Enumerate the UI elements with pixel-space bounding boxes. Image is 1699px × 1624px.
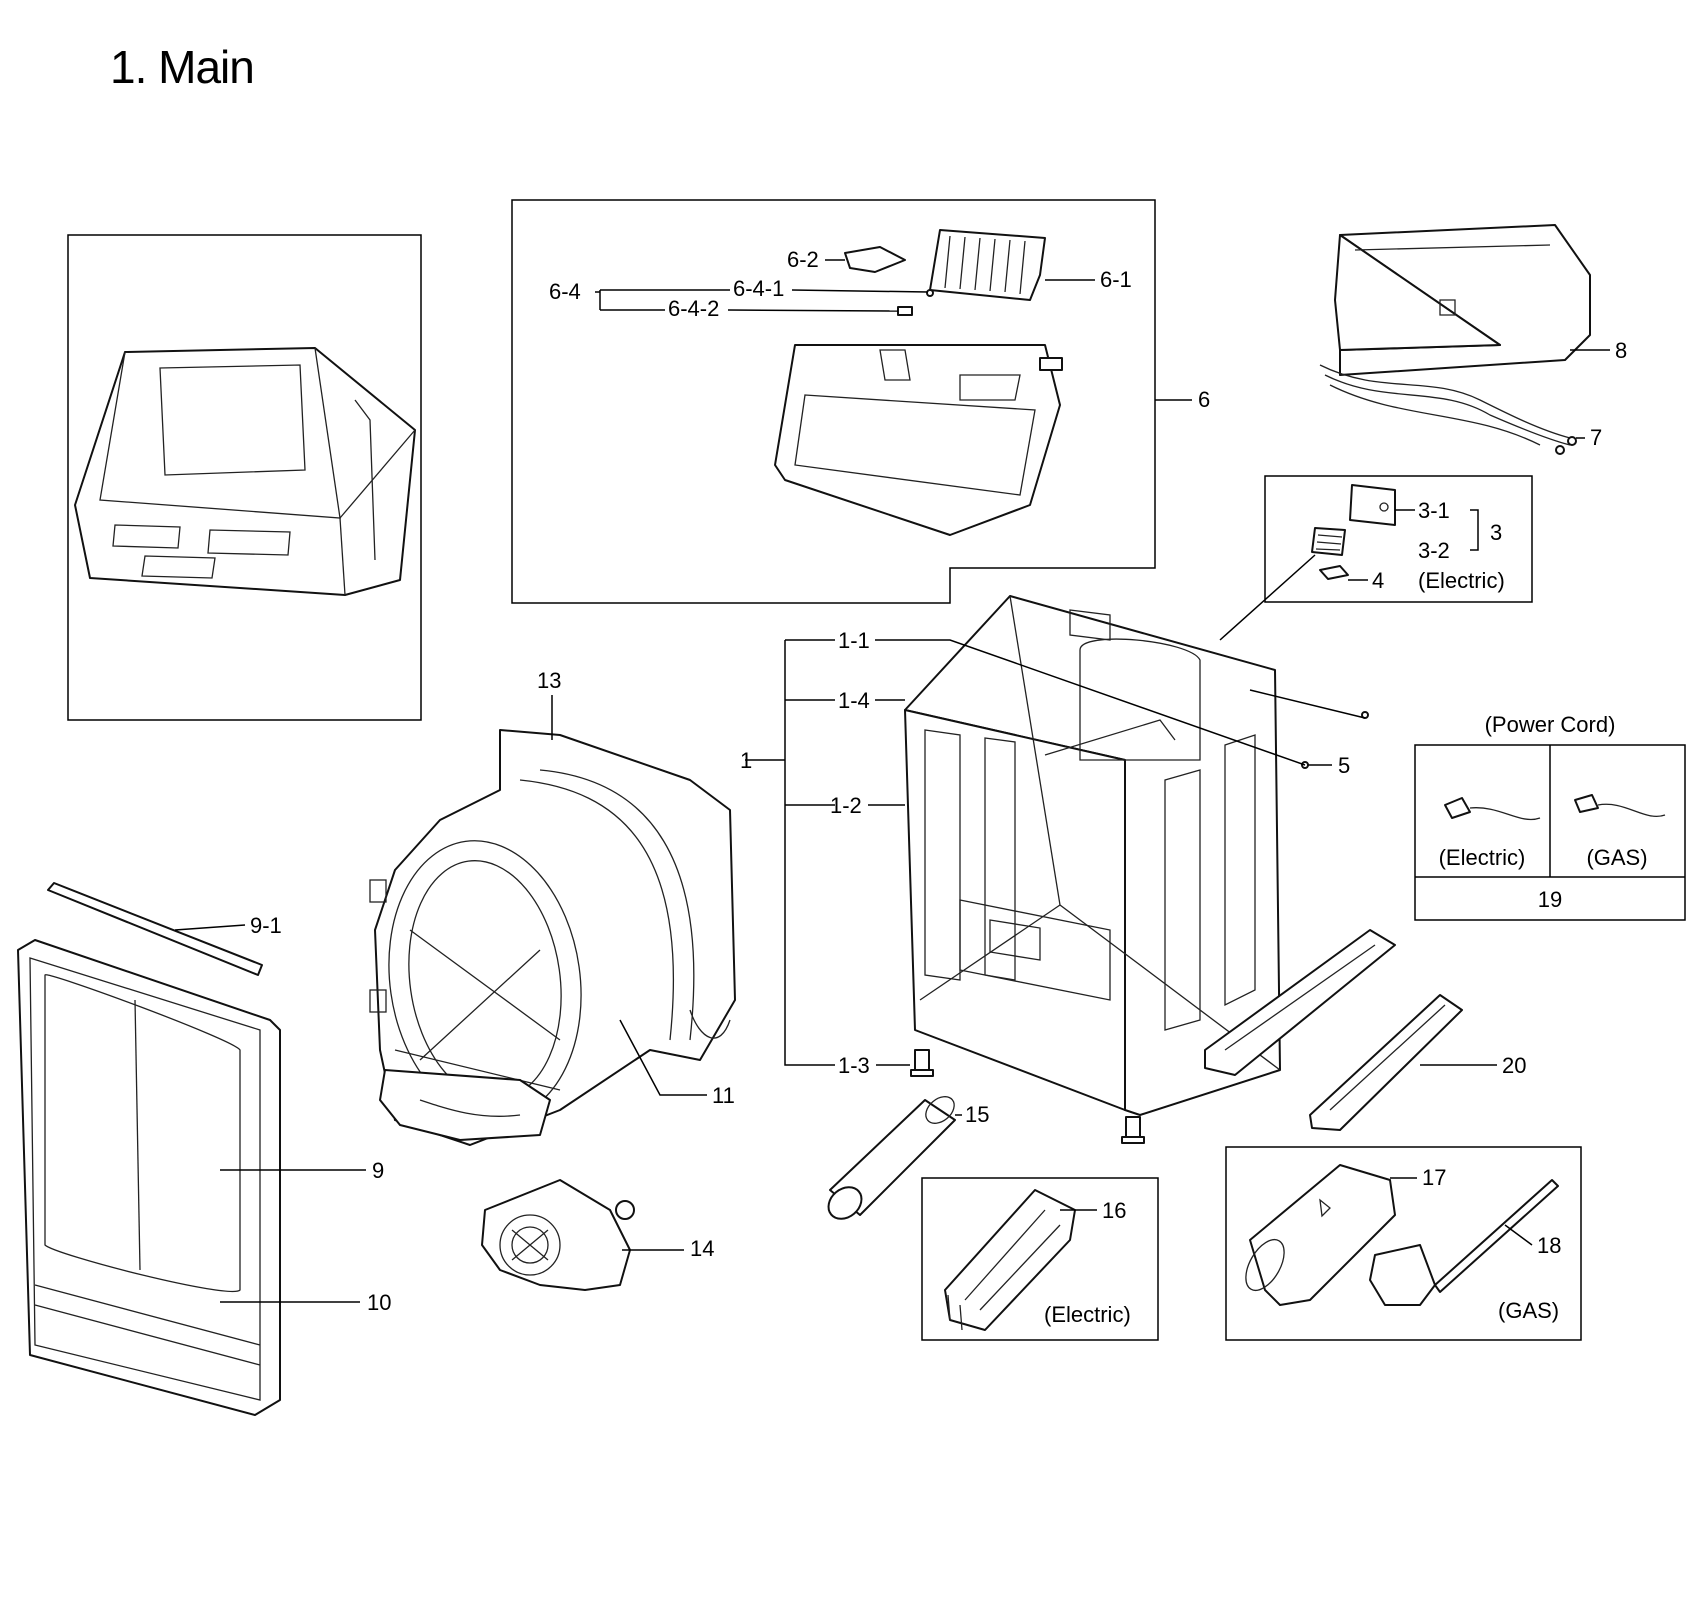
callout-17: 17 bbox=[1422, 1165, 1446, 1190]
callout-4: 4 bbox=[1372, 568, 1384, 593]
callout-3-1: 3-1 bbox=[1418, 498, 1450, 523]
callout-6-4: 6-4 bbox=[549, 279, 581, 304]
handle-9-1-drawing bbox=[47, 882, 263, 976]
clip-6-4-2 bbox=[897, 306, 913, 316]
heater-gas-box bbox=[1225, 1146, 1582, 1341]
lint-sensor-box bbox=[1264, 475, 1533, 603]
leader-6-4-2 bbox=[727, 309, 899, 312]
callout-13: 13 bbox=[537, 668, 561, 693]
top-cover-inset-box bbox=[67, 234, 422, 721]
leader-box-3-to-cabinet bbox=[1219, 554, 1316, 641]
gas-valve-18-drawing bbox=[1369, 1179, 1559, 1306]
callout-18: 18 bbox=[1537, 1233, 1561, 1258]
exhaust-duct-15-drawing bbox=[827, 1096, 956, 1220]
top-cover-drawing bbox=[74, 347, 416, 596]
callout-3: 3 bbox=[1490, 520, 1502, 545]
leader-5 bbox=[1249, 689, 1366, 766]
base-rail-left-drawing bbox=[1204, 929, 1396, 1076]
leader-1-1 bbox=[875, 639, 1306, 766]
power-cord-gas-label: (GAS) bbox=[1586, 845, 1647, 870]
callout-1-4: 1-4 bbox=[838, 688, 870, 713]
gas-plug-drawing bbox=[1574, 794, 1666, 817]
duct-cover-drawing bbox=[379, 1069, 551, 1141]
control-top-drawing bbox=[774, 344, 1061, 536]
callout-6-4-2: 6-4-2 bbox=[668, 296, 719, 321]
sensor-3-1-drawing bbox=[1349, 484, 1396, 526]
callout-7: 7 bbox=[1590, 425, 1602, 450]
bracket-6-4 bbox=[595, 289, 730, 311]
power-cord-table-grid bbox=[1415, 745, 1685, 878]
callout-16: 16 bbox=[1102, 1198, 1126, 1223]
leveling-foot-1-3 bbox=[910, 1049, 934, 1077]
page-title: 1. Main bbox=[110, 41, 255, 93]
power-cord-part-number: 19 bbox=[1538, 887, 1562, 912]
callout-20: 20 bbox=[1502, 1053, 1526, 1078]
callout-14: 14 bbox=[690, 1236, 714, 1261]
callout-9: 9 bbox=[372, 1158, 384, 1183]
control-panel-8-drawing bbox=[1334, 224, 1591, 376]
callout-15: 15 bbox=[965, 1102, 989, 1127]
electric-plug-drawing bbox=[1444, 797, 1541, 821]
callout-1-2: 1-2 bbox=[830, 793, 862, 818]
drum-11-drawing bbox=[369, 729, 736, 1146]
latch-6-2-drawing bbox=[844, 246, 906, 273]
callout-11: 11 bbox=[712, 1083, 735, 1108]
label-electric-16: (Electric) bbox=[1044, 1302, 1131, 1327]
burner-17-drawing bbox=[1245, 1164, 1396, 1306]
callout-3-2: 3-2 bbox=[1418, 538, 1450, 563]
blower-14-drawing bbox=[481, 1179, 635, 1291]
callout-6-1: 6-1 bbox=[1100, 267, 1132, 292]
control-top-inset-box bbox=[511, 199, 1156, 604]
gasket-4-drawing bbox=[1319, 565, 1349, 580]
leveling-foot-rear bbox=[1121, 1116, 1145, 1144]
bracket-1 bbox=[745, 639, 835, 1066]
cabinet-1-drawing bbox=[904, 595, 1281, 1116]
leader-6-4-1 bbox=[791, 289, 929, 293]
callout-1-1: 1-1 bbox=[838, 628, 870, 653]
filter-cover-6-1-drawing bbox=[929, 229, 1046, 301]
label-gas-18: (GAS) bbox=[1498, 1298, 1559, 1323]
leader-9-1 bbox=[174, 924, 246, 931]
callout-1: 1 bbox=[740, 748, 752, 773]
label-electric-3: (Electric) bbox=[1418, 568, 1505, 593]
callout-6-4-1: 6-4-1 bbox=[733, 276, 784, 301]
wire-harness-7-drawing bbox=[1319, 364, 1577, 455]
callout-10: 10 bbox=[367, 1290, 391, 1315]
door-9-10-drawing bbox=[17, 939, 281, 1416]
hinge-bracket bbox=[1039, 357, 1063, 371]
callout-6-2: 6-2 bbox=[787, 247, 819, 272]
callout-1-3: 1-3 bbox=[838, 1053, 870, 1078]
bracket-3 bbox=[1470, 509, 1479, 551]
base-rail-20-drawing bbox=[1309, 994, 1463, 1131]
callout-9-1: 9-1 bbox=[250, 913, 282, 938]
leader-11 bbox=[619, 1019, 707, 1096]
power-cord-heading: (Power Cord) bbox=[1485, 712, 1616, 737]
callout-8: 8 bbox=[1615, 338, 1627, 363]
screw-6-4-1 bbox=[926, 289, 934, 297]
callout-5: 5 bbox=[1338, 753, 1350, 778]
heater-16-drawing bbox=[944, 1189, 1076, 1331]
power-cord-electric-label: (Electric) bbox=[1439, 845, 1526, 870]
callout-6: 6 bbox=[1198, 387, 1210, 412]
leader-18 bbox=[1504, 1224, 1533, 1246]
heater-electric-box bbox=[921, 1177, 1159, 1341]
mesh-3-2-drawing bbox=[1311, 527, 1346, 556]
